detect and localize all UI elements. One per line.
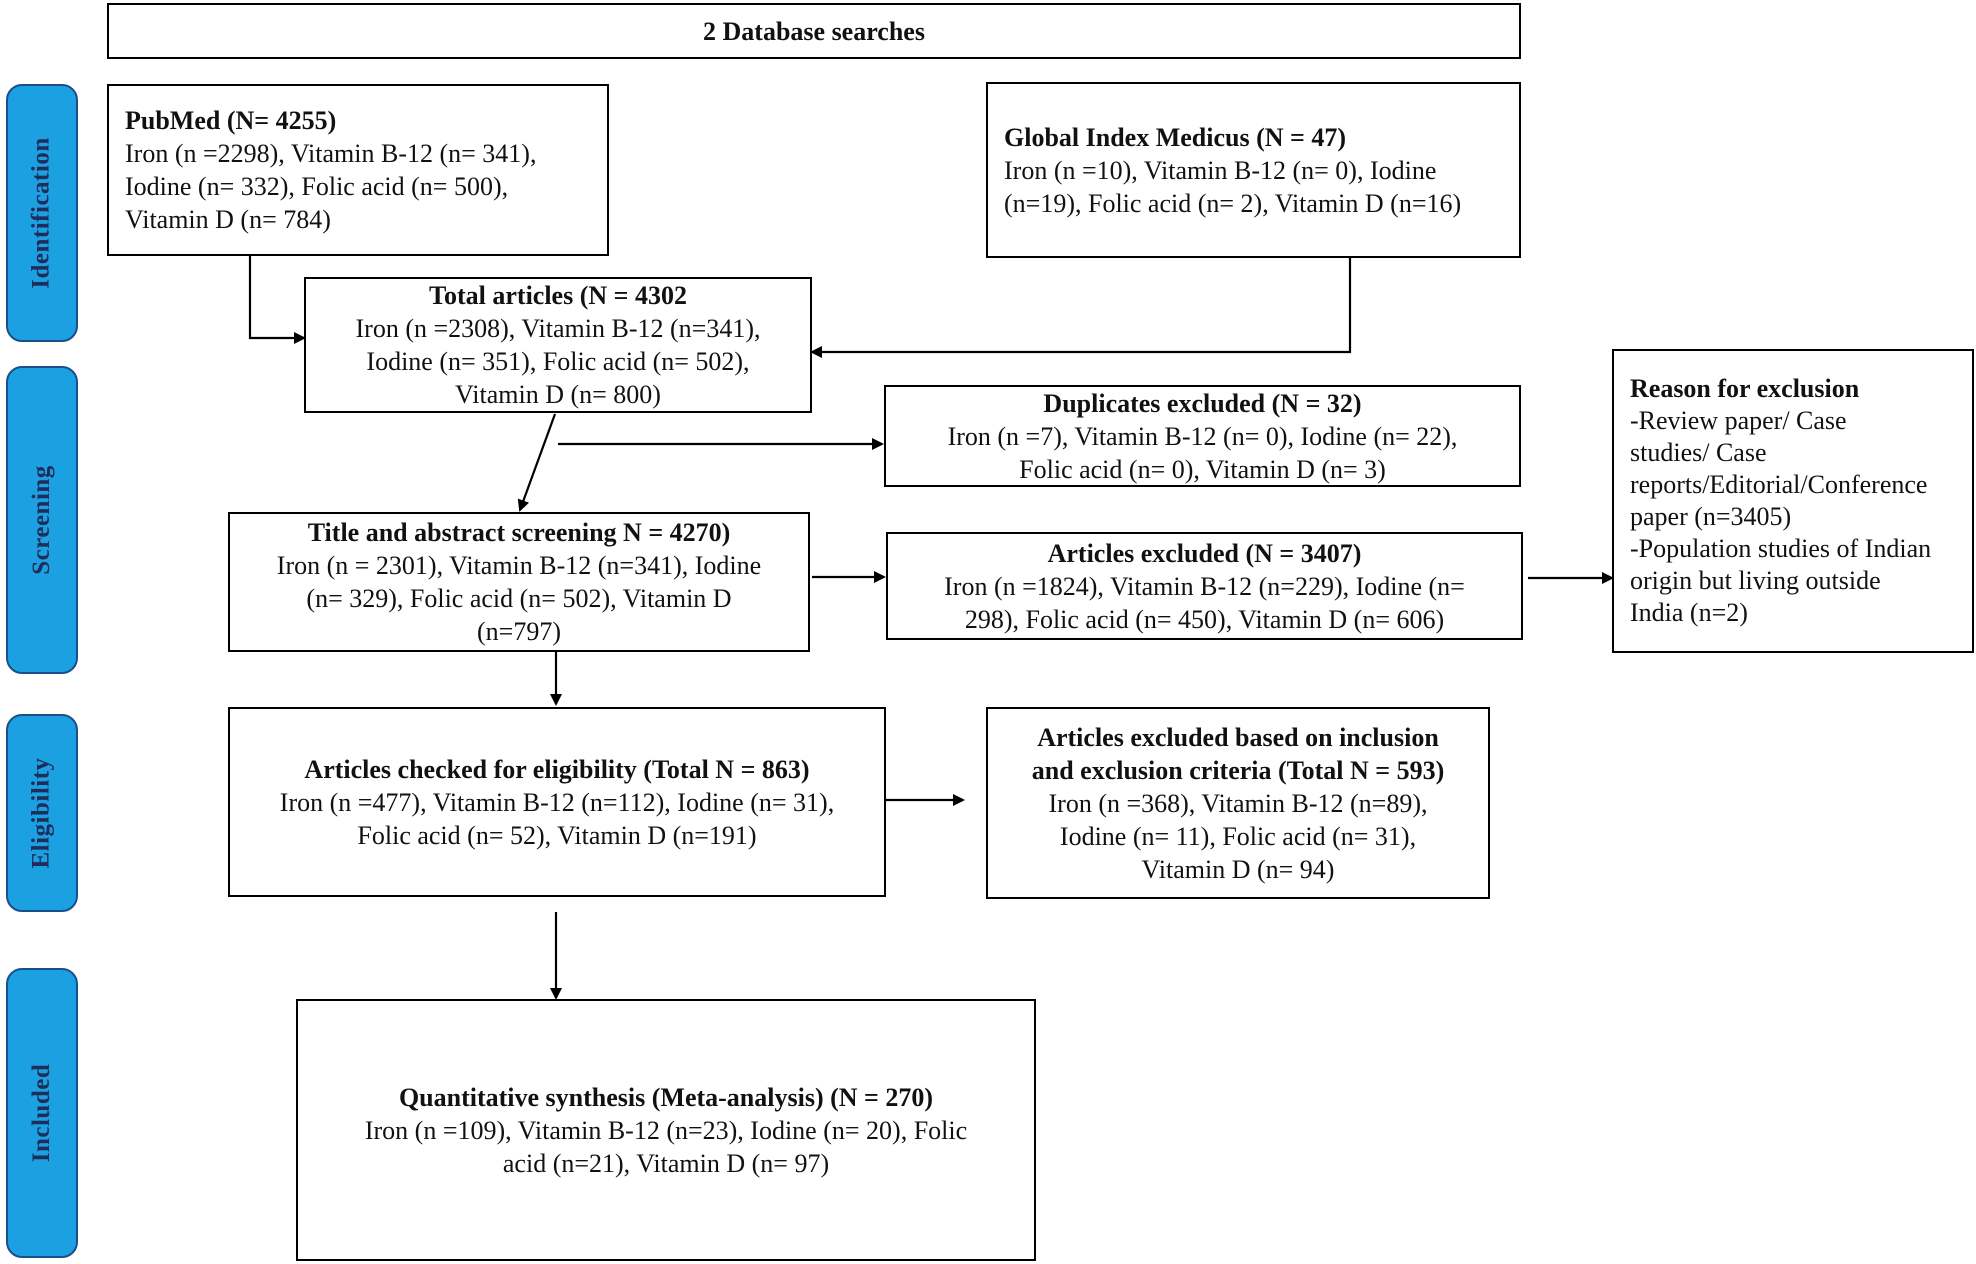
stage-eligibility-label: Eligibility — [28, 757, 55, 869]
reason-line: studies/ Case — [1630, 438, 1767, 467]
title-abstract-screening-box: Title and abstract screening N = 4270) I… — [228, 512, 810, 652]
stage-included-label: Included — [28, 1063, 56, 1163]
gim-line: Iron (n =10), Vitamin B-12 (n= 0), Iodin… — [1004, 155, 1437, 185]
eligibility-checked-box: Articles checked for eligibility (Total … — [228, 707, 886, 897]
eligibility-title: Articles checked for eligibility (Total … — [304, 754, 810, 784]
pubmed-title: PubMed (N= 4255) — [125, 106, 337, 135]
pubmed-line: Iron (n =2298), Vitamin B-12 (n= 341), — [125, 139, 537, 168]
synthesis-title: Quantitative synthesis (Meta-analysis) (… — [398, 1082, 934, 1112]
total-articles-box: Total articles (N = 4302 Iron (n =2308),… — [304, 277, 812, 413]
eligibility-line: Iron (n =477), Vitamin B-12 (n=112), Iod… — [279, 787, 835, 817]
stage-screening: Screening — [6, 366, 78, 674]
quantitative-synthesis-box: Quantitative synthesis (Meta-analysis) (… — [296, 999, 1036, 1261]
stage-screening-label: Screening — [28, 465, 55, 575]
articles-excluded-title: Articles excluded (N = 3407) — [1047, 538, 1362, 568]
excluded-criteria-line: Iodine (n= 11), Folic acid (n= 31), — [1059, 821, 1417, 851]
eligibility-line: Folic acid (n= 52), Vitamin D (n=191) — [357, 820, 757, 850]
gim-title: Global Index Medicus (N = 47) — [1004, 122, 1346, 152]
reason-title: Reason for exclusion — [1630, 374, 1860, 403]
articles-excluded-line: Iron (n =1824), Vitamin B-12 (n=229), Io… — [944, 571, 1465, 601]
reason-line: paper (n=3405) — [1630, 502, 1792, 531]
reason-line: -Review paper/ Case — [1630, 406, 1847, 435]
duplicates-excluded-box: Duplicates excluded (N = 32) Iron (n =7)… — [884, 385, 1521, 487]
synthesis-line: acid (n=21), Vitamin D (n= 97) — [502, 1148, 830, 1178]
duplicates-title: Duplicates excluded (N = 32) — [1043, 388, 1362, 418]
arrow-pubmed-to-total — [248, 256, 306, 344]
reason-line: India (n=2) — [1630, 598, 1748, 627]
reason-line: reports/Editorial/Conference — [1630, 470, 1928, 499]
excluded-criteria-title: and exclusion criteria (Total N = 593) — [1031, 755, 1445, 785]
pubmed-box: PubMed (N= 4255) Iron (n =2298), Vitamin… — [107, 84, 609, 256]
excluded-criteria-line: Iron (n =368), Vitamin B-12 (n=89), — [1048, 788, 1428, 818]
stage-eligibility: Eligibility — [6, 714, 78, 912]
pubmed-line: Iodine (n= 332), Folic acid (n= 500), — [125, 172, 509, 201]
excluded-criteria-title: Articles excluded based on inclusion — [1037, 722, 1439, 752]
reason-line: -Population studies of Indian — [1630, 534, 1932, 563]
gim-line: (n=19), Folic acid (n= 2), Vitamin D (n=… — [1004, 188, 1462, 218]
arrow-total-to-screening — [517, 413, 557, 512]
duplicates-line: Iron (n =7), Vitamin B-12 (n= 0), Iodine… — [947, 421, 1458, 451]
screening-title: Title and abstract screening N = 4270) — [307, 518, 731, 547]
screening-line: (n= 329), Folic acid (n= 502), Vitamin D — [306, 584, 732, 613]
header-title: 2 Database searches — [703, 16, 925, 46]
arrow-gim-to-total — [810, 258, 1352, 358]
reason-for-exclusion-box: Reason for exclusion -Review paper/ Case… — [1612, 349, 1974, 653]
global-index-medicus-box: Global Index Medicus (N = 47) Iron (n =1… — [986, 82, 1521, 258]
screening-line: (n=797) — [477, 617, 561, 646]
reason-line: origin but living outside — [1630, 566, 1881, 595]
excluded-criteria-box: Articles excluded based on inclusion and… — [986, 707, 1490, 899]
stage-identification-label: Identification — [28, 137, 56, 289]
total-articles-line: Iodine (n= 351), Folic acid (n= 502), — [366, 347, 750, 376]
articles-excluded-line: 298), Folic acid (n= 450), Vitamin D (n=… — [964, 604, 1445, 634]
total-articles-line: Vitamin D (n= 800) — [455, 380, 661, 409]
duplicates-line: Folic acid (n= 0), Vitamin D (n= 3) — [1019, 454, 1386, 484]
pubmed-line: Vitamin D (n= 784) — [125, 205, 331, 234]
synthesis-line: Iron (n =109), Vitamin B-12 (n=23), Iodi… — [364, 1115, 968, 1145]
stage-included: Included — [6, 968, 78, 1258]
total-articles-title: Total articles (N = 4302 — [429, 281, 687, 310]
excluded-criteria-line: Vitamin D (n= 94) — [1141, 854, 1335, 884]
articles-excluded-box: Articles excluded (N = 3407) Iron (n =18… — [886, 532, 1523, 640]
screening-line: Iron (n = 2301), Vitamin B-12 (n=341), I… — [276, 551, 762, 580]
stage-identification: Identification — [6, 84, 78, 342]
database-searches-header: 2 Database searches — [107, 3, 1521, 59]
total-articles-line: Iron (n =2308), Vitamin B-12 (n=341), — [355, 314, 761, 343]
